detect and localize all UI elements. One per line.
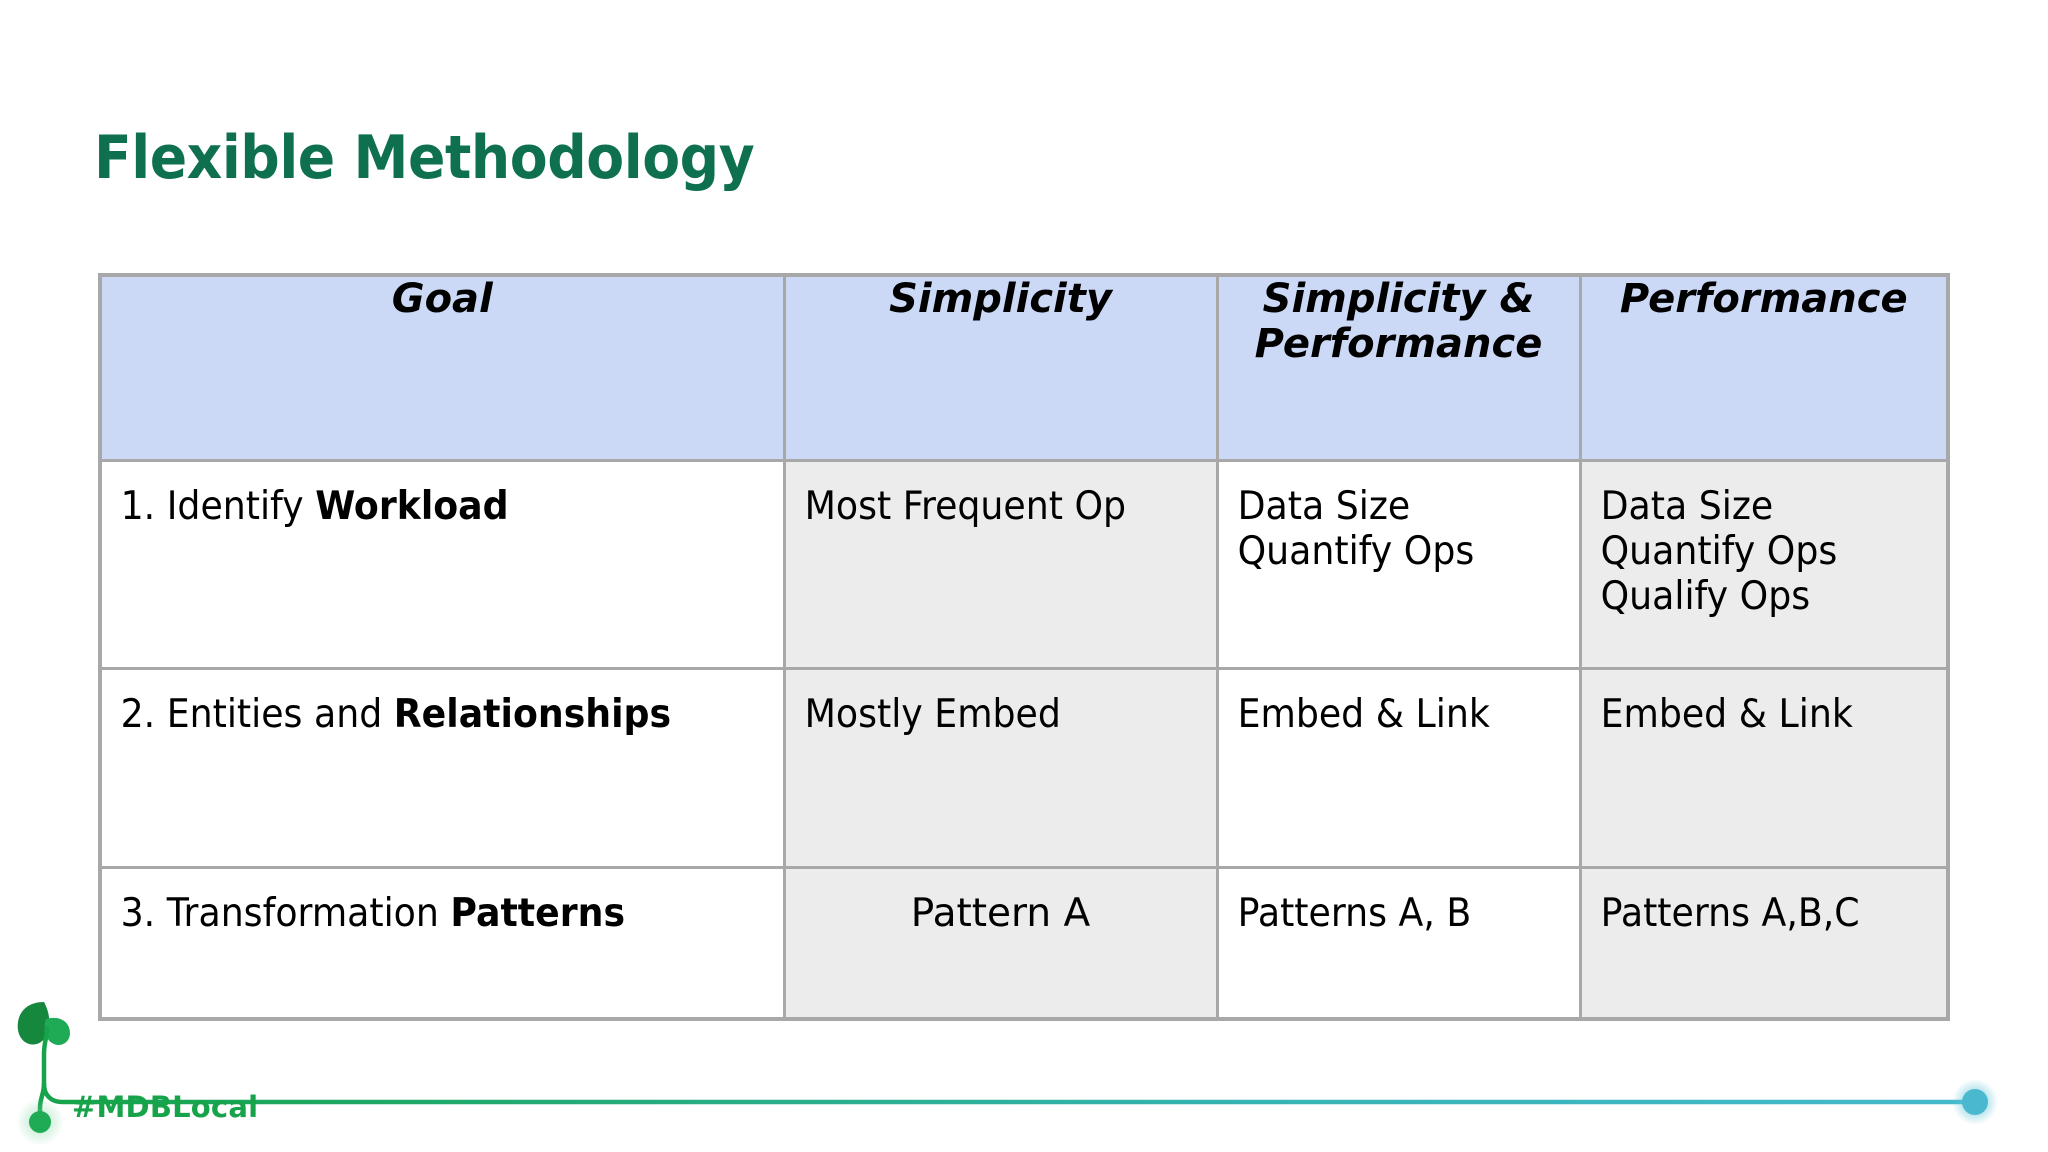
column-header-goal: Goal	[98, 273, 786, 462]
brand-branch-line	[37, 1081, 47, 1119]
table-row: 3. Transformation Patterns Pattern A Pat…	[98, 866, 1950, 1021]
column-header-simplicity-label: Simplicity	[889, 276, 1112, 322]
column-header-simplicity-performance-label: Simplicity & Performance	[1219, 276, 1579, 368]
cell-line-2: Quantify Ops	[1237, 529, 1474, 575]
cell-simplicity-1-text: Most Frequent Op	[804, 484, 1126, 529]
cell-simplicity-2: Mostly Embed	[782, 667, 1219, 869]
cell-line-3: Qualify Ops	[1600, 574, 1810, 620]
cell-performance-2-text: Embed & Link	[1600, 692, 1853, 737]
cell-simplicity-performance-2-text: Embed & Link	[1237, 692, 1490, 737]
cell-goal-1: 1. Identify Workload	[98, 459, 786, 670]
column-header-performance-label: Performance	[1619, 276, 1908, 322]
header-line-1: Simplicity &	[1262, 276, 1535, 322]
sprout-icon	[17, 1002, 70, 1045]
cell-line-2: Quantify Ops	[1600, 529, 1837, 575]
cell-simplicity-1: Most Frequent Op	[782, 459, 1219, 670]
methodology-table: Goal Simplicity Simplicity & Performance…	[98, 273, 1950, 1021]
green-dot	[29, 1111, 51, 1133]
cell-simplicity-performance-3-text: Patterns A, B	[1237, 891, 1471, 936]
hashtag-label: #MDBLocal	[72, 1090, 259, 1124]
cell-simplicity-3-text: Pattern A	[910, 891, 1091, 936]
cell-simplicity-performance-3: Patterns A, B	[1215, 866, 1582, 1021]
goal-keyword: Relationships	[393, 692, 672, 737]
cell-performance-1: Data Size Quantify Ops Qualify Ops	[1578, 459, 1950, 670]
cell-performance-2: Embed & Link	[1578, 667, 1950, 869]
methodology-table-container: Goal Simplicity Simplicity & Performance…	[98, 273, 1950, 1021]
table-row: 2. Entities and Relationships Mostly Emb…	[98, 667, 1950, 869]
cell-line-1: Data Size	[1600, 484, 1773, 529]
goal-keyword: Workload	[315, 484, 509, 529]
cell-performance-3: Patterns A,B,C	[1578, 866, 1950, 1021]
goal-step-text: 1. Identify	[120, 484, 316, 529]
cell-simplicity-3: Pattern A	[782, 866, 1219, 1021]
cell-performance-3-text: Patterns A,B,C	[1600, 891, 1860, 936]
column-header-simplicity-performance: Simplicity & Performance	[1215, 273, 1582, 462]
brand-stem-line	[41, 1025, 1978, 1105]
goal-keyword: Patterns	[450, 891, 626, 936]
end-dot	[1962, 1089, 1988, 1115]
end-dot-glow	[1952, 1079, 1998, 1125]
cell-goal-3: 3. Transformation Patterns	[98, 866, 786, 1021]
page-title: Flexible Methodology	[94, 123, 755, 193]
table-row: 1. Identify Workload Most Frequent Op Da…	[98, 459, 1950, 670]
cell-simplicity-2-text: Mostly Embed	[804, 692, 1061, 737]
cell-simplicity-performance-1: Data Size Quantify Ops	[1215, 459, 1582, 670]
green-dot-glow	[16, 1098, 64, 1146]
column-header-performance: Performance	[1578, 273, 1950, 462]
column-header-simplicity: Simplicity	[782, 273, 1219, 462]
cell-simplicity-performance-2: Embed & Link	[1215, 667, 1582, 869]
cell-goal-2: 2. Entities and Relationships	[98, 667, 786, 869]
goal-step-text: 3. Transformation	[120, 891, 451, 936]
column-header-goal-label: Goal	[391, 276, 493, 322]
goal-step-text: 2. Entities and	[120, 692, 394, 737]
header-line-2: Performance	[1254, 321, 1543, 368]
table-header-row: Goal Simplicity Simplicity & Performance…	[98, 273, 1950, 462]
cell-line-1: Data Size	[1237, 484, 1410, 529]
